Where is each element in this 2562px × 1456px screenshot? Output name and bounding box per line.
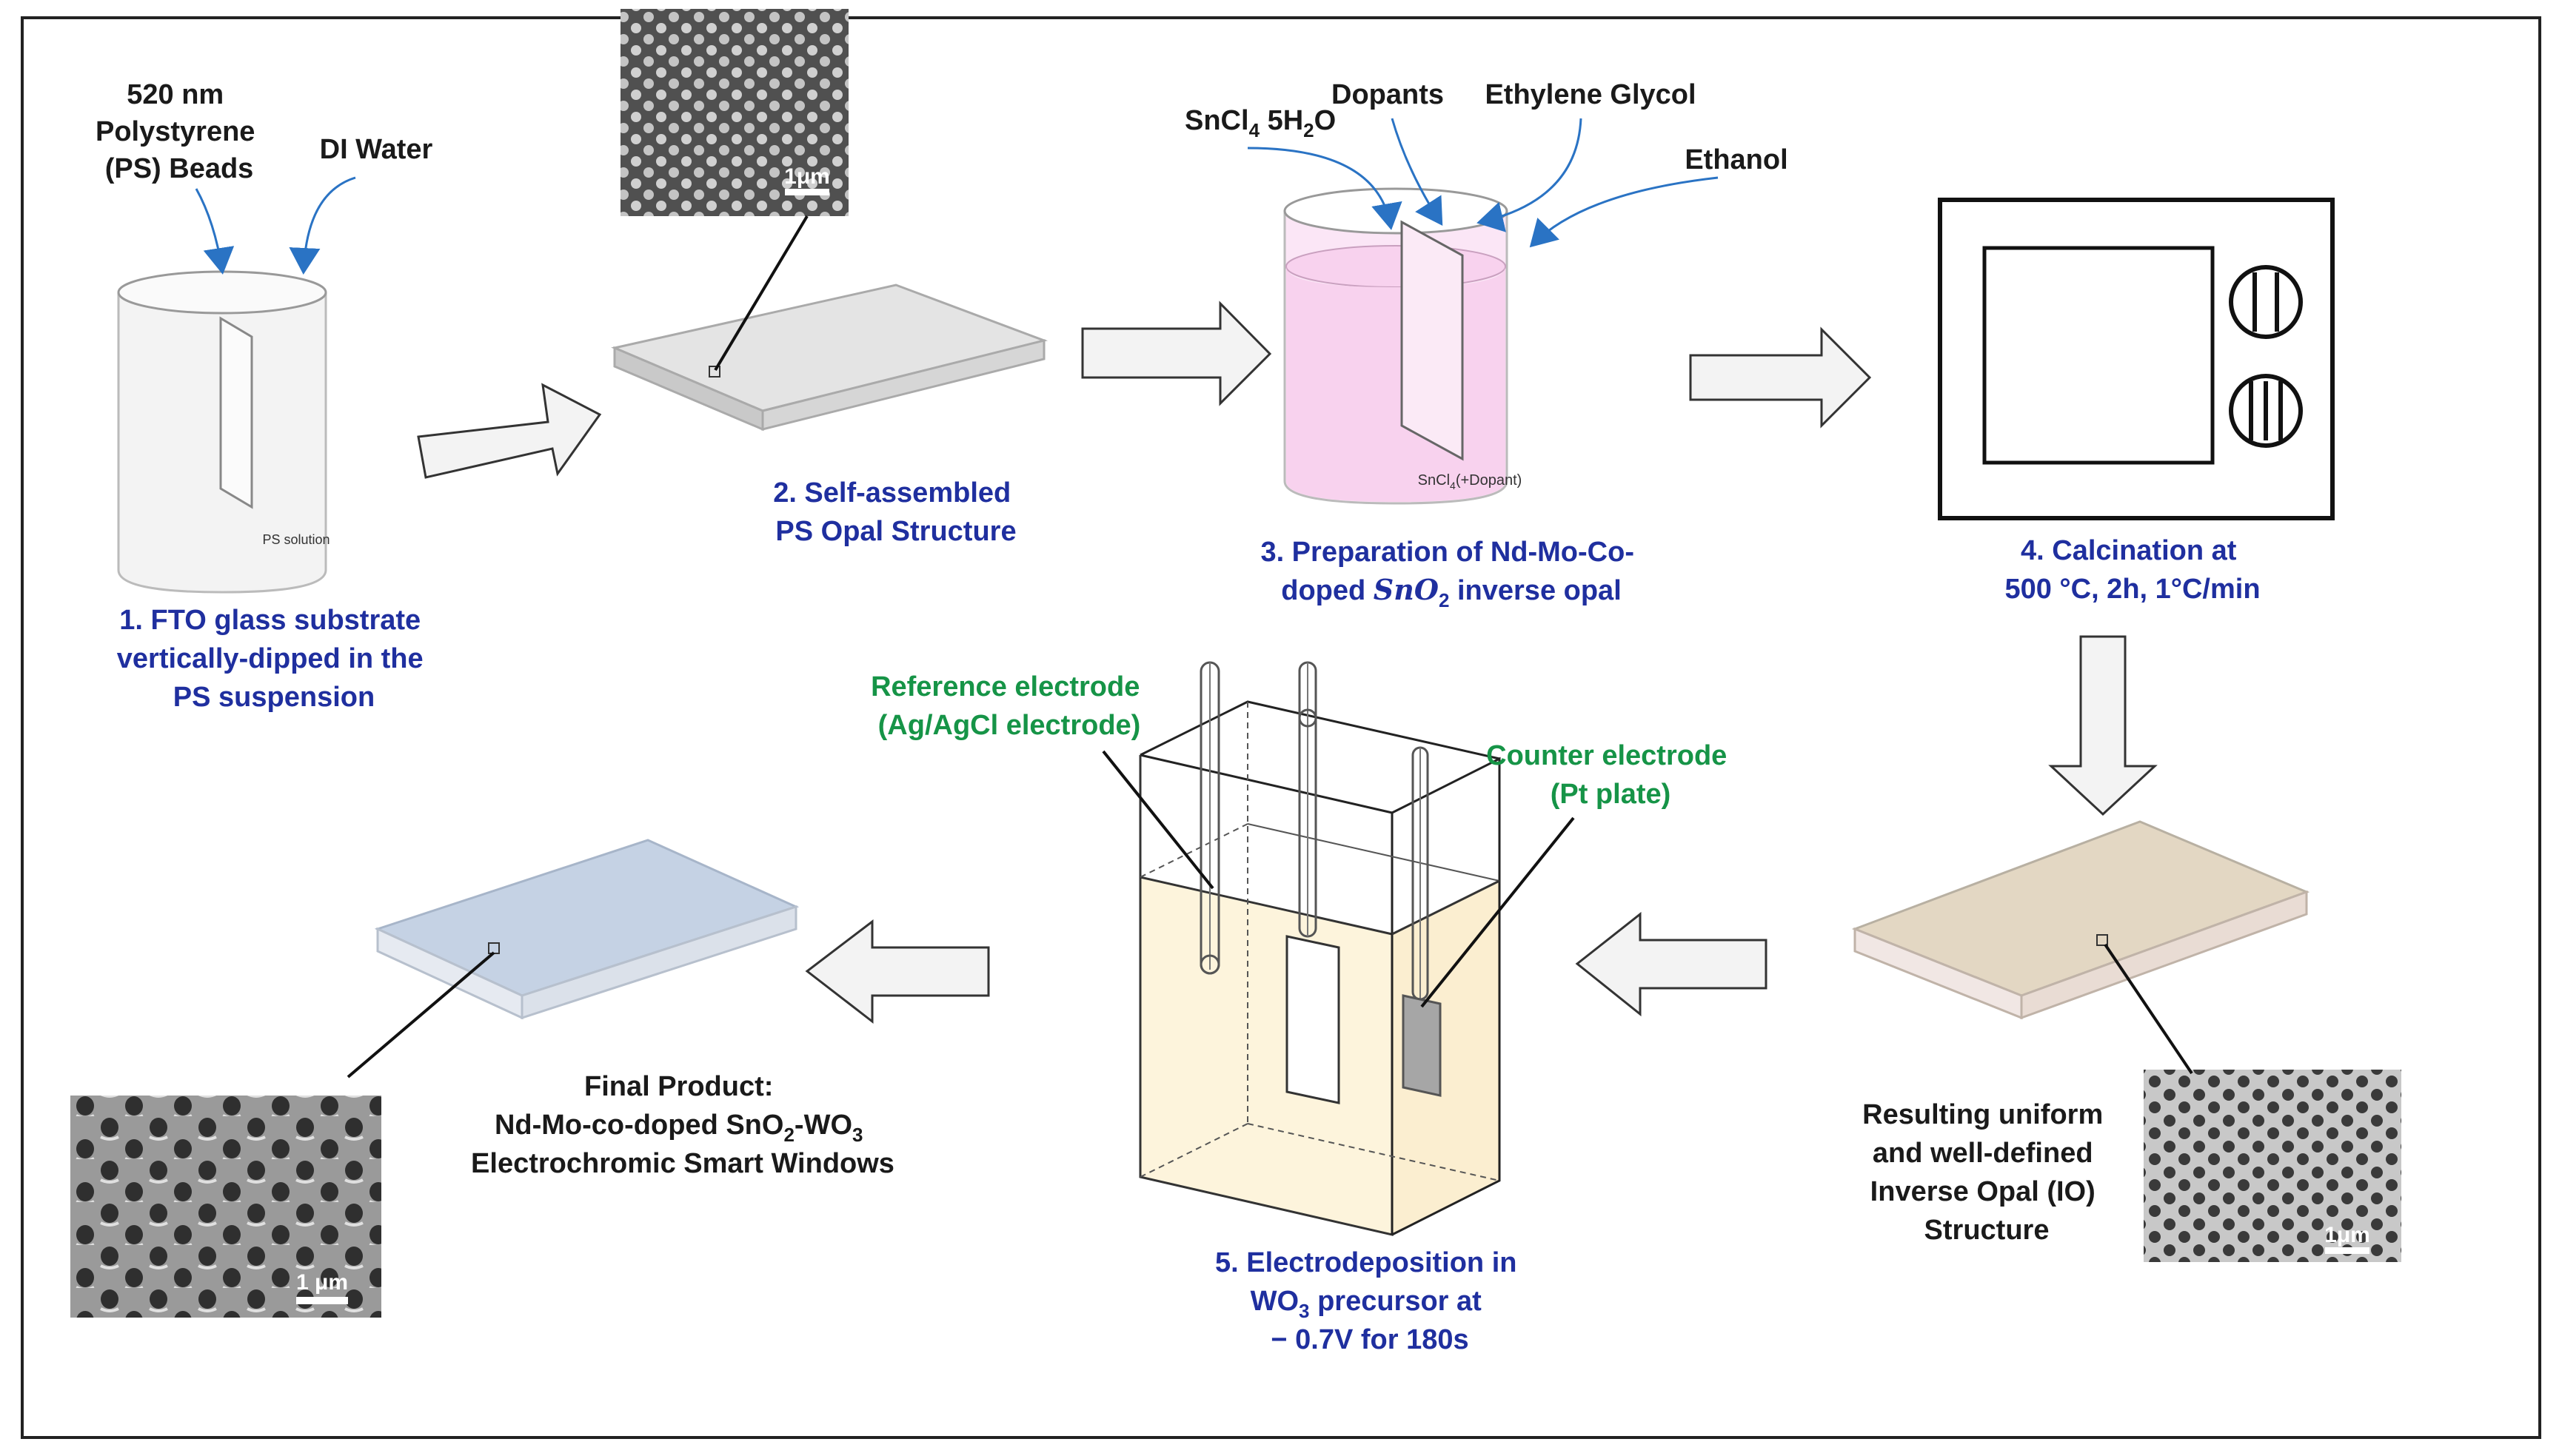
final-sem-image: [70, 1096, 381, 1318]
step3-beaker: SnCl4(+Dopant): [1283, 187, 1522, 505]
step2-sample-marker: [709, 366, 720, 378]
furnace-knob-top-icon: [2229, 265, 2303, 339]
step1-beads-curve: [195, 188, 235, 275]
io-sem-image: [2144, 1070, 2401, 1262]
step1-beads-label: 520 nm Polystyrene (PS) Beads: [96, 79, 263, 184]
io-slab: [1851, 820, 2310, 1020]
arrow-step3-to-step4: [1689, 326, 1872, 429]
working-electrode-tube: [1285, 661, 1340, 1104]
arrow-step2-to-step3: [1081, 301, 1272, 406]
arrow-step4-to-io: [2048, 635, 2158, 816]
step2-slab: [611, 284, 1048, 432]
step3-reagent-eg: Ethylene Glycol: [1485, 79, 1696, 110]
io-caption: Resulting uniform and well-defined Inver…: [1862, 1099, 2111, 1246]
final-slab: [374, 839, 800, 1020]
final-zoom-line: [347, 951, 495, 1078]
io-scale-label: 1μm: [2324, 1223, 2370, 1247]
step3-substrate: [1400, 220, 1464, 461]
io-zoom-line: [2104, 943, 2193, 1075]
step3-curve-dopants: [1391, 118, 1443, 227]
step1-beaker: PS solution: [117, 270, 330, 594]
step2-caption: 2. Self-assembled PS Opal Structure: [773, 477, 1019, 547]
step5-reference-label: Reference electrode (Ag/AgCl electrode): [871, 671, 1148, 741]
step3-curve-eg: [1476, 118, 1582, 232]
step3-caption: 3. Preparation of Nd-Mo-Co- doped SnO2 i…: [1260, 537, 1642, 611]
step2-sem-image: [621, 9, 849, 216]
step5-cell: [1139, 661, 1501, 1236]
arrow-step5-to-final: [805, 919, 990, 1024]
reference-pointer-line: [1102, 750, 1214, 890]
arrow-step1-to-step2: [417, 383, 602, 479]
step3-reagent-dopants: Dopants: [1331, 79, 1444, 110]
step4-caption: 4. Calcination at 500 °C, 2h, 1°C/min: [2004, 535, 2260, 605]
final-caption: Final Product: Nd-Mo-co-doped SnO2-WO3 E…: [471, 1071, 894, 1179]
step4-furnace: [1938, 198, 2335, 520]
step3-reagent-ethanol: Ethanol: [1685, 144, 1787, 175]
step3-curve-sncl4: [1247, 147, 1402, 230]
step2-scale-label: 1μm: [784, 164, 830, 189]
step2-zoom-line: [714, 215, 809, 372]
step1-caption: 1. FTO glass substrate vertically-dipped…: [117, 605, 431, 713]
step3-curve-ethanol: [1529, 176, 1719, 248]
step5-counter-label: Counter electrode (Pt plate): [1486, 740, 1735, 810]
step1-substrate: [219, 316, 253, 509]
step3-reagent-sncl4: SnCl4 5H2O: [1185, 105, 1336, 141]
step5-caption: 5. Electrodeposition in WO3 precursor at…: [1215, 1247, 1525, 1355]
final-scale-label: 1 μm: [296, 1270, 348, 1295]
arrow-io-to-step5: [1575, 911, 1767, 1017]
counter-pointer-line: [1420, 816, 1575, 1008]
reference-electrode-tube: [1200, 661, 1220, 975]
step1-solution-label: PS solution: [262, 532, 330, 547]
step3-beaker-label: SnCl4(+Dopant): [1418, 472, 1522, 492]
step1-water-label: DI Water: [320, 134, 433, 165]
step1-water-curve: [289, 176, 356, 275]
final-scale-bar: [296, 1297, 348, 1304]
furnace-knob-bottom-icon: [2229, 374, 2303, 448]
io-sample-marker: [2096, 934, 2108, 946]
furnace-window: [1982, 246, 2215, 465]
step2-scale-bar: [785, 189, 829, 195]
io-scale-bar: [2325, 1247, 2369, 1254]
